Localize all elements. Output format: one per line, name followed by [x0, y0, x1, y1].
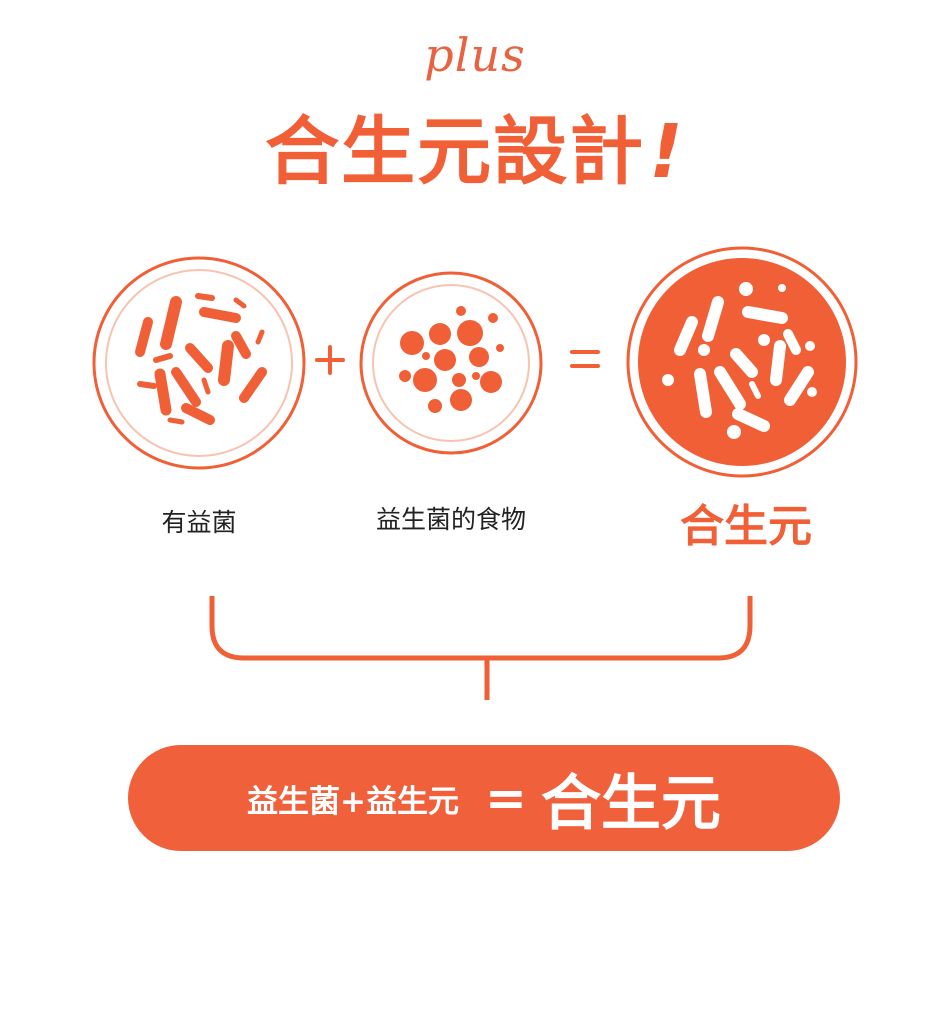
prebiotics-label: 益生菌的食物 — [375, 505, 526, 534]
probiotics-circle-illustration — [92, 256, 306, 470]
result-pill-right-text: 合生元 — [540, 768, 721, 839]
plus-script-heading: plus — [424, 28, 526, 82]
bracket-connector — [209, 596, 753, 700]
page-title-exclaim: ! — [649, 109, 685, 195]
prebiotics-circle-illustration — [359, 271, 543, 455]
result-pill-equals: = — [485, 769, 527, 827]
result-pill: 益生菌+益生元 = 合生元 — [128, 745, 840, 851]
equals-operator-icon — [570, 350, 600, 368]
synbiotics-circle-illustration — [626, 246, 858, 478]
page-title-text: 合生元設計 — [265, 109, 646, 195]
plus-operator-icon — [315, 345, 345, 375]
page-title: 合生元設計! — [0, 92, 950, 199]
probiotics-label: 有益菌 — [161, 508, 237, 537]
synbiotics-label: 合生元 — [680, 501, 812, 552]
result-pill-left-text: 益生菌+益生元 — [247, 783, 460, 820]
